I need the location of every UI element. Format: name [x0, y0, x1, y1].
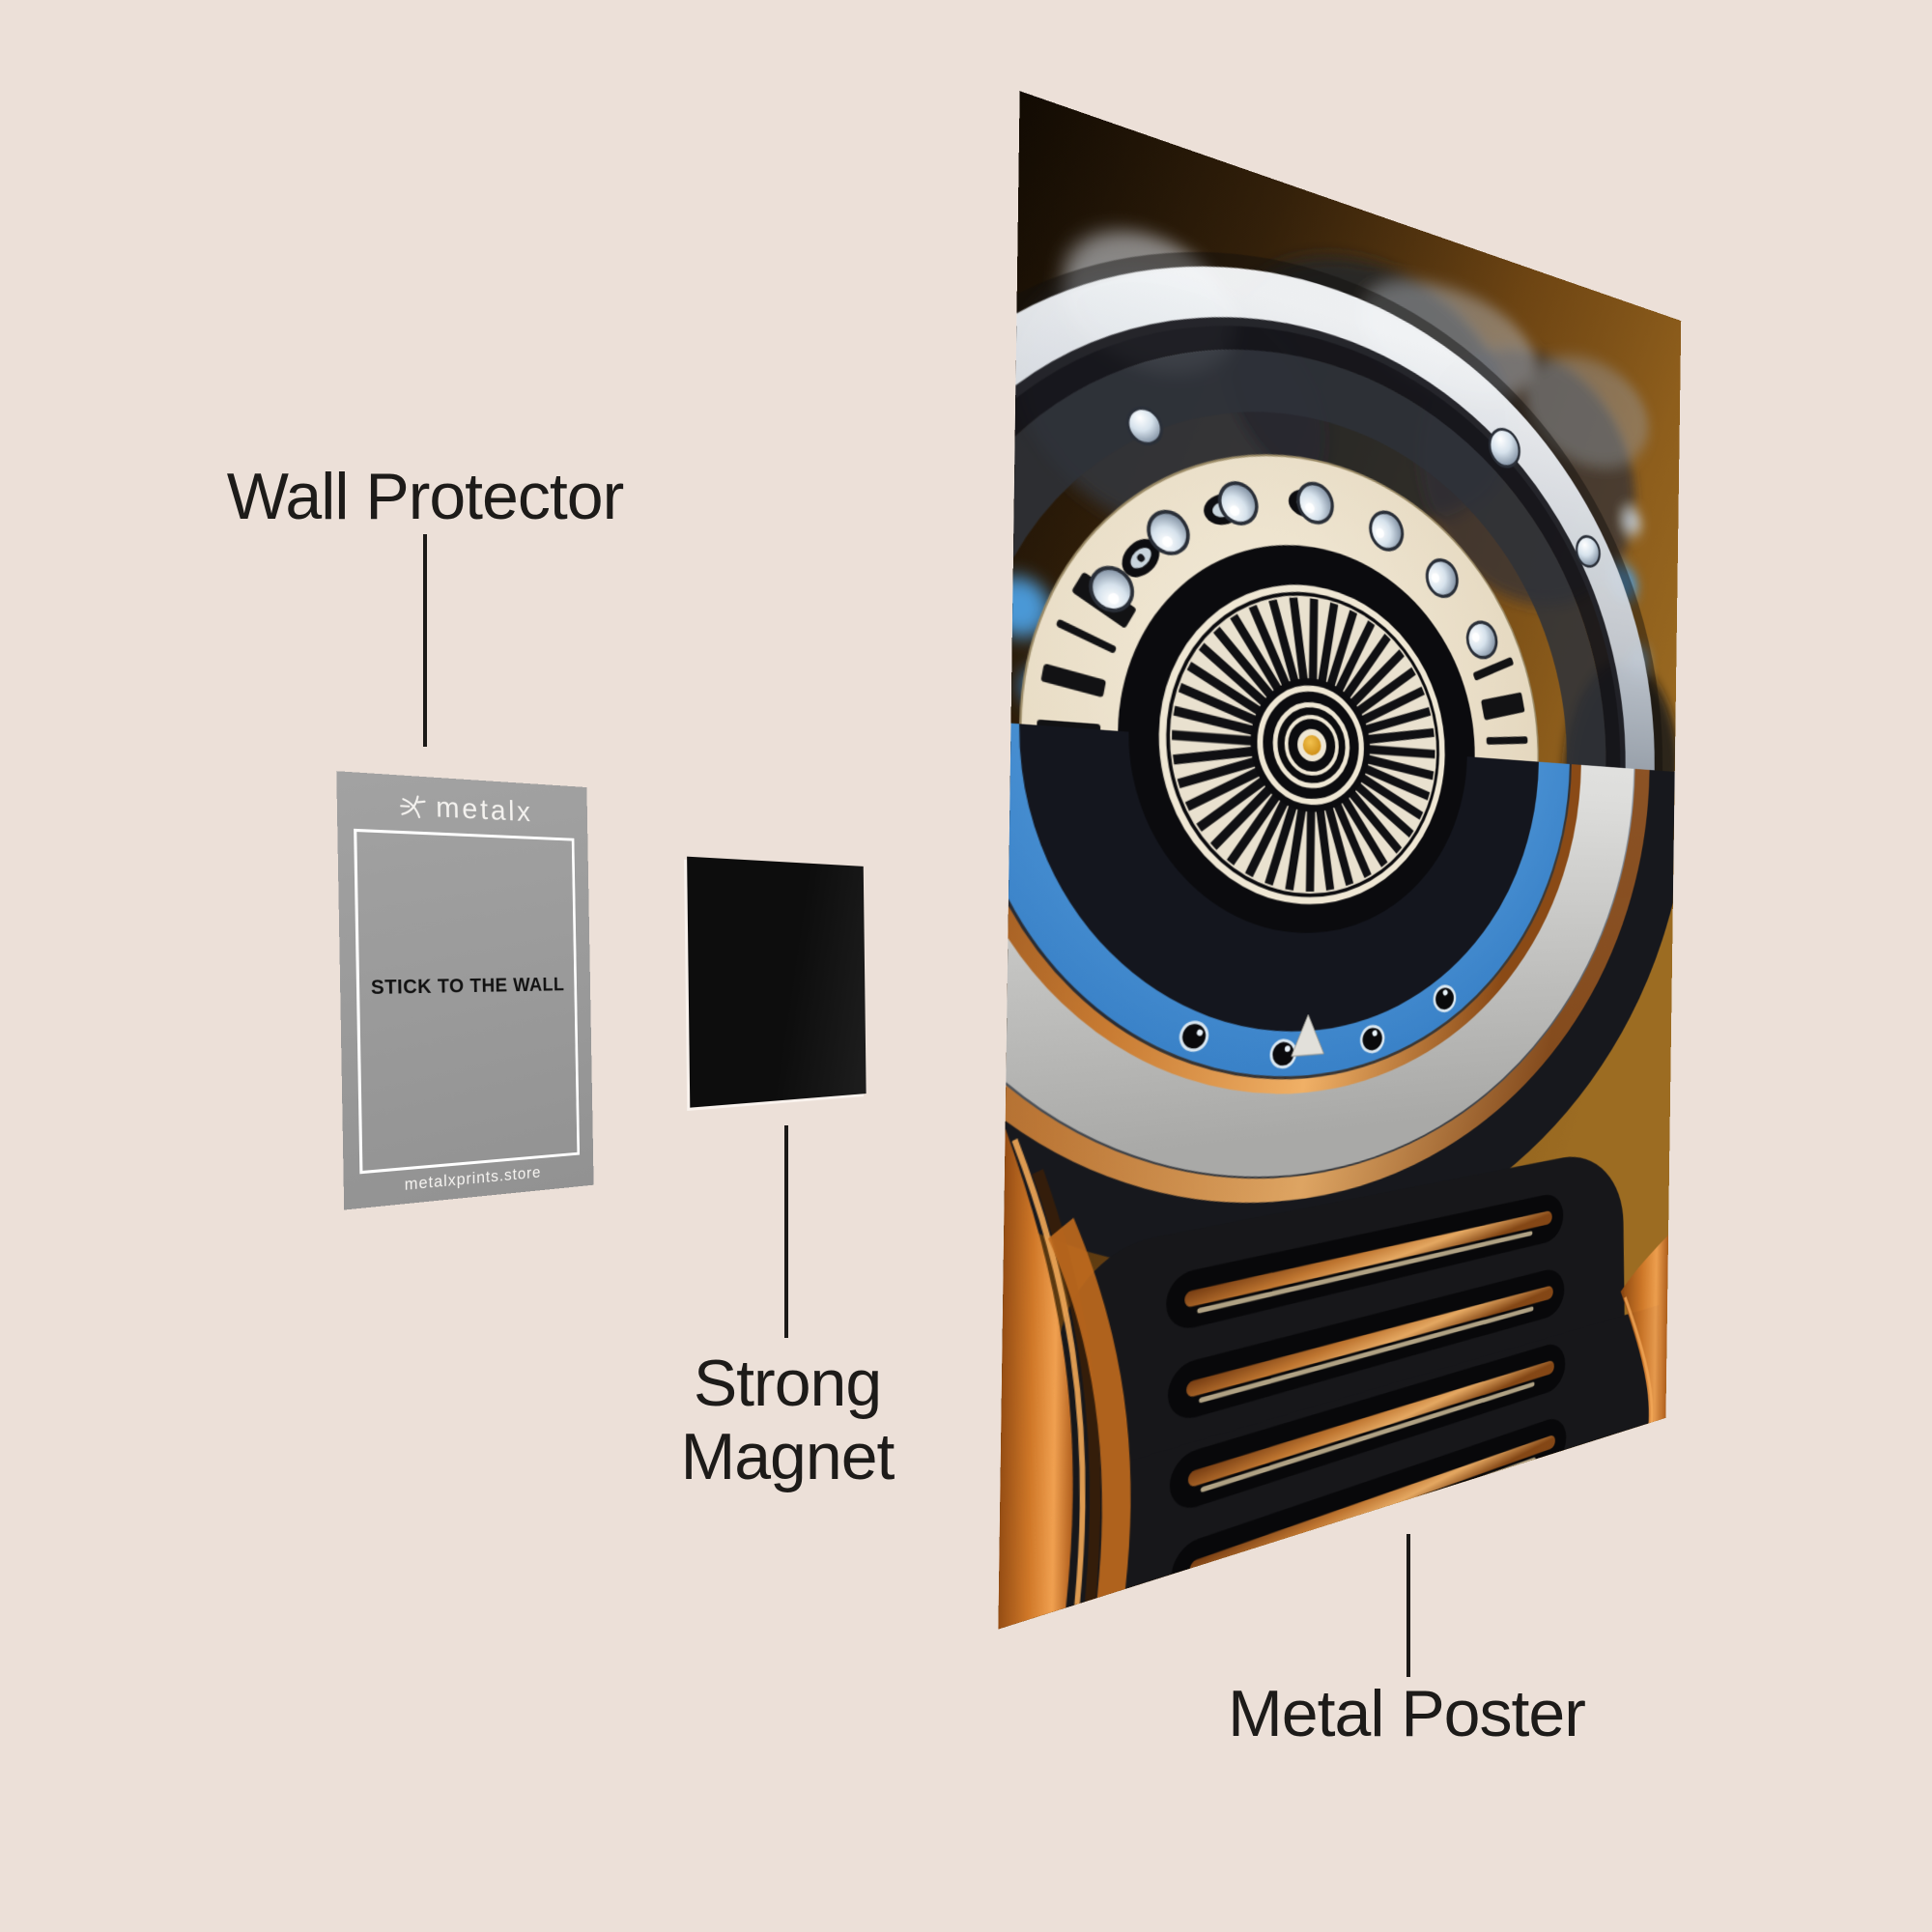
metal-poster-leader-line — [1406, 1534, 1410, 1677]
poster-artwork — [998, 91, 1682, 1630]
wall-protector-card: metalx STICK TO THE WALL metalxprints.st… — [336, 771, 594, 1210]
metal-poster — [998, 91, 1682, 1630]
strong-magnet-square — [687, 856, 867, 1108]
card-inner-border — [354, 828, 581, 1175]
metalx-brand-text: metalx — [435, 791, 533, 829]
center-bullseye — [1260, 684, 1362, 805]
blue-band-dots — [1177, 981, 1460, 1078]
strong-magnet-leader-line — [784, 1125, 788, 1338]
metalx-logo-icon — [400, 792, 427, 821]
bottom-grille — [1020, 1146, 1662, 1630]
strong-magnet-label: Strong Magnet — [680, 1347, 895, 1494]
wall-protector-leader-line — [423, 534, 427, 747]
metal-poster-label: Metal Poster — [1228, 1677, 1586, 1750]
card-logo-row: metalx — [337, 785, 588, 832]
wall-protector-label: Wall Protector — [226, 460, 624, 533]
lower-arc-bands — [998, 91, 1675, 1325]
